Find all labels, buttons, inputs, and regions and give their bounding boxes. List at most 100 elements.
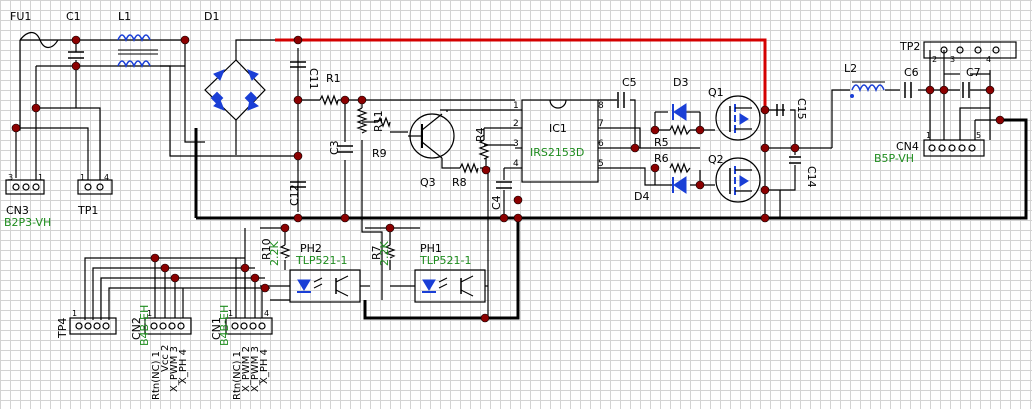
connector-pin-labels: Rtn(NC) 1 Vcc 2 X_PWM 3 X_PH 4 Rtn(NC) 1… [151, 345, 270, 400]
ic-pin-3: 3 [513, 139, 519, 149]
label-q1: Q1 [708, 86, 724, 99]
capacitor-c5 [617, 92, 625, 108]
reference-labels: FU1 C1 L1 D1 R1 C3 R11 R9 Q3 R8 R4 C4 IC… [6, 10, 981, 340]
label-r1: R1 [326, 72, 341, 85]
ic-pin-5: 5 [598, 159, 604, 169]
connector-cn3 [5, 179, 45, 195]
label-cn3: CN3 [6, 204, 29, 217]
label-r8: R8 [452, 176, 467, 189]
label-fu1: FU1 [10, 10, 31, 23]
label-r10: R10 [260, 238, 273, 260]
label-c14: C14 [805, 166, 818, 188]
label-tp4: TP4 [56, 318, 69, 339]
label-c5: C5 [622, 76, 637, 89]
tp1-pin-1: 1 [80, 173, 85, 182]
cn1-pin-label-3: X_PWM 3 [250, 346, 261, 392]
capacitor-c3 [337, 145, 353, 153]
value-cn1: B4B-EH [218, 305, 231, 346]
resistor-r7 [384, 244, 396, 259]
transistor-q3 [408, 113, 455, 159]
label-r5: R5 [654, 136, 669, 149]
connector-tp1 [77, 179, 113, 195]
ic-pin-7: 7 [598, 119, 604, 129]
capacitor-c12 [290, 181, 306, 188]
mosfet-q1 [715, 95, 761, 141]
cn1-pin-label-2: X_PWM 2 [241, 346, 252, 392]
tp2-pin-3: 3 [950, 55, 955, 64]
capacitor-c11 [290, 61, 306, 68]
connector-pin-numbers: 3 1 1 4 2 3 4 1 5 1 4 1 1 [8, 55, 991, 318]
label-d1: D1 [204, 10, 219, 23]
ic-pin-4: 4 [513, 159, 519, 169]
capacitor-c6 [904, 82, 912, 98]
label-r11: R11 [372, 110, 385, 132]
capacitor-c1 [68, 51, 84, 59]
tp2-pin-2: 2 [932, 55, 937, 64]
label-ic1: IC1 [549, 122, 567, 135]
cn1-pin-label-4: X_PH 4 [259, 349, 270, 384]
bridge-rectifier-d1 [204, 59, 266, 121]
label-c3: C3 [328, 140, 341, 155]
value-ph2: TLP521-1 [295, 254, 347, 267]
cn2-pin-label-3: X_PWM 3 [169, 346, 180, 392]
resistor-r4 [478, 139, 490, 160]
fuse-fu1 [19, 31, 59, 49]
value-ph1: TLP521-1 [419, 254, 471, 267]
label-l1: L1 [118, 10, 131, 23]
label-ph1: PH1 [420, 242, 442, 255]
value-cn2: B4B-EH [138, 305, 151, 346]
label-r7: R7 [370, 245, 383, 260]
resistor-r9 [377, 116, 391, 129]
label-c11: C11 [307, 68, 320, 90]
value-labels: IRS2153D B2P3-VH B5P-VH TLP521-1 TLP521-… [4, 146, 914, 346]
capacitor-c15 [776, 104, 784, 116]
label-c12: C12 [288, 184, 301, 206]
label-ph2: PH2 [300, 242, 322, 255]
value-r7: 2.2K [378, 241, 391, 266]
label-r6: R6 [654, 152, 669, 165]
capacitor-c7 [962, 82, 970, 98]
resistor-r8 [459, 162, 479, 175]
label-c15: C15 [795, 98, 808, 120]
label-c6: C6 [904, 66, 919, 79]
label-d3: D3 [673, 76, 688, 89]
junctions [11, 35, 1005, 323]
resistor-r10 [279, 244, 291, 259]
cn1-pin-label-1: Rtn(NC) 1 [232, 351, 243, 400]
inductor-l2 [850, 81, 885, 98]
cn2-pin-label-4: X_PH 4 [178, 349, 189, 384]
ic-pin-numbers: 1 2 3 4 8 7 6 5 [513, 101, 604, 169]
ground-bus [194, 118, 1028, 320]
connector-cn2 [144, 317, 192, 335]
choke-l1 [117, 34, 158, 69]
optocoupler-ph1 [414, 269, 486, 303]
tp2-pin-4: 4 [986, 55, 991, 64]
capacitor-c4 [496, 181, 512, 189]
resistor-r11 [356, 107, 368, 134]
cn3-pin-1: 1 [38, 173, 43, 182]
label-cn1: CN1 [210, 317, 223, 340]
label-q2: Q2 [708, 153, 724, 166]
label-tp2: TP2 [899, 40, 920, 53]
cn4-pin-5: 5 [976, 131, 981, 140]
capacitor-c14 [789, 156, 801, 164]
tp1-pin-4: 4 [104, 173, 109, 182]
ic-pin-2: 2 [513, 119, 519, 129]
cn2-pin-1: 1 [147, 309, 152, 318]
connector-cn4 [923, 139, 985, 157]
label-d4: D4 [634, 190, 649, 203]
resistor-r1 [319, 94, 339, 107]
optocoupler-ph2 [289, 269, 361, 303]
diode-d3 [672, 103, 687, 121]
value-cn3: B2P3-VH [4, 216, 51, 229]
hv-rail [275, 38, 767, 110]
resistor-r5 [669, 124, 691, 136]
cn2-pin-label-1: Rtn(NC) 1 [151, 351, 162, 400]
label-cn2: CN2 [130, 317, 143, 340]
connector-cn1 [225, 317, 273, 335]
ic-pin-8: 8 [598, 101, 604, 111]
ic-pin-6: 6 [598, 139, 604, 149]
label-r4: R4 [474, 127, 487, 142]
diode-d4 [672, 176, 687, 194]
